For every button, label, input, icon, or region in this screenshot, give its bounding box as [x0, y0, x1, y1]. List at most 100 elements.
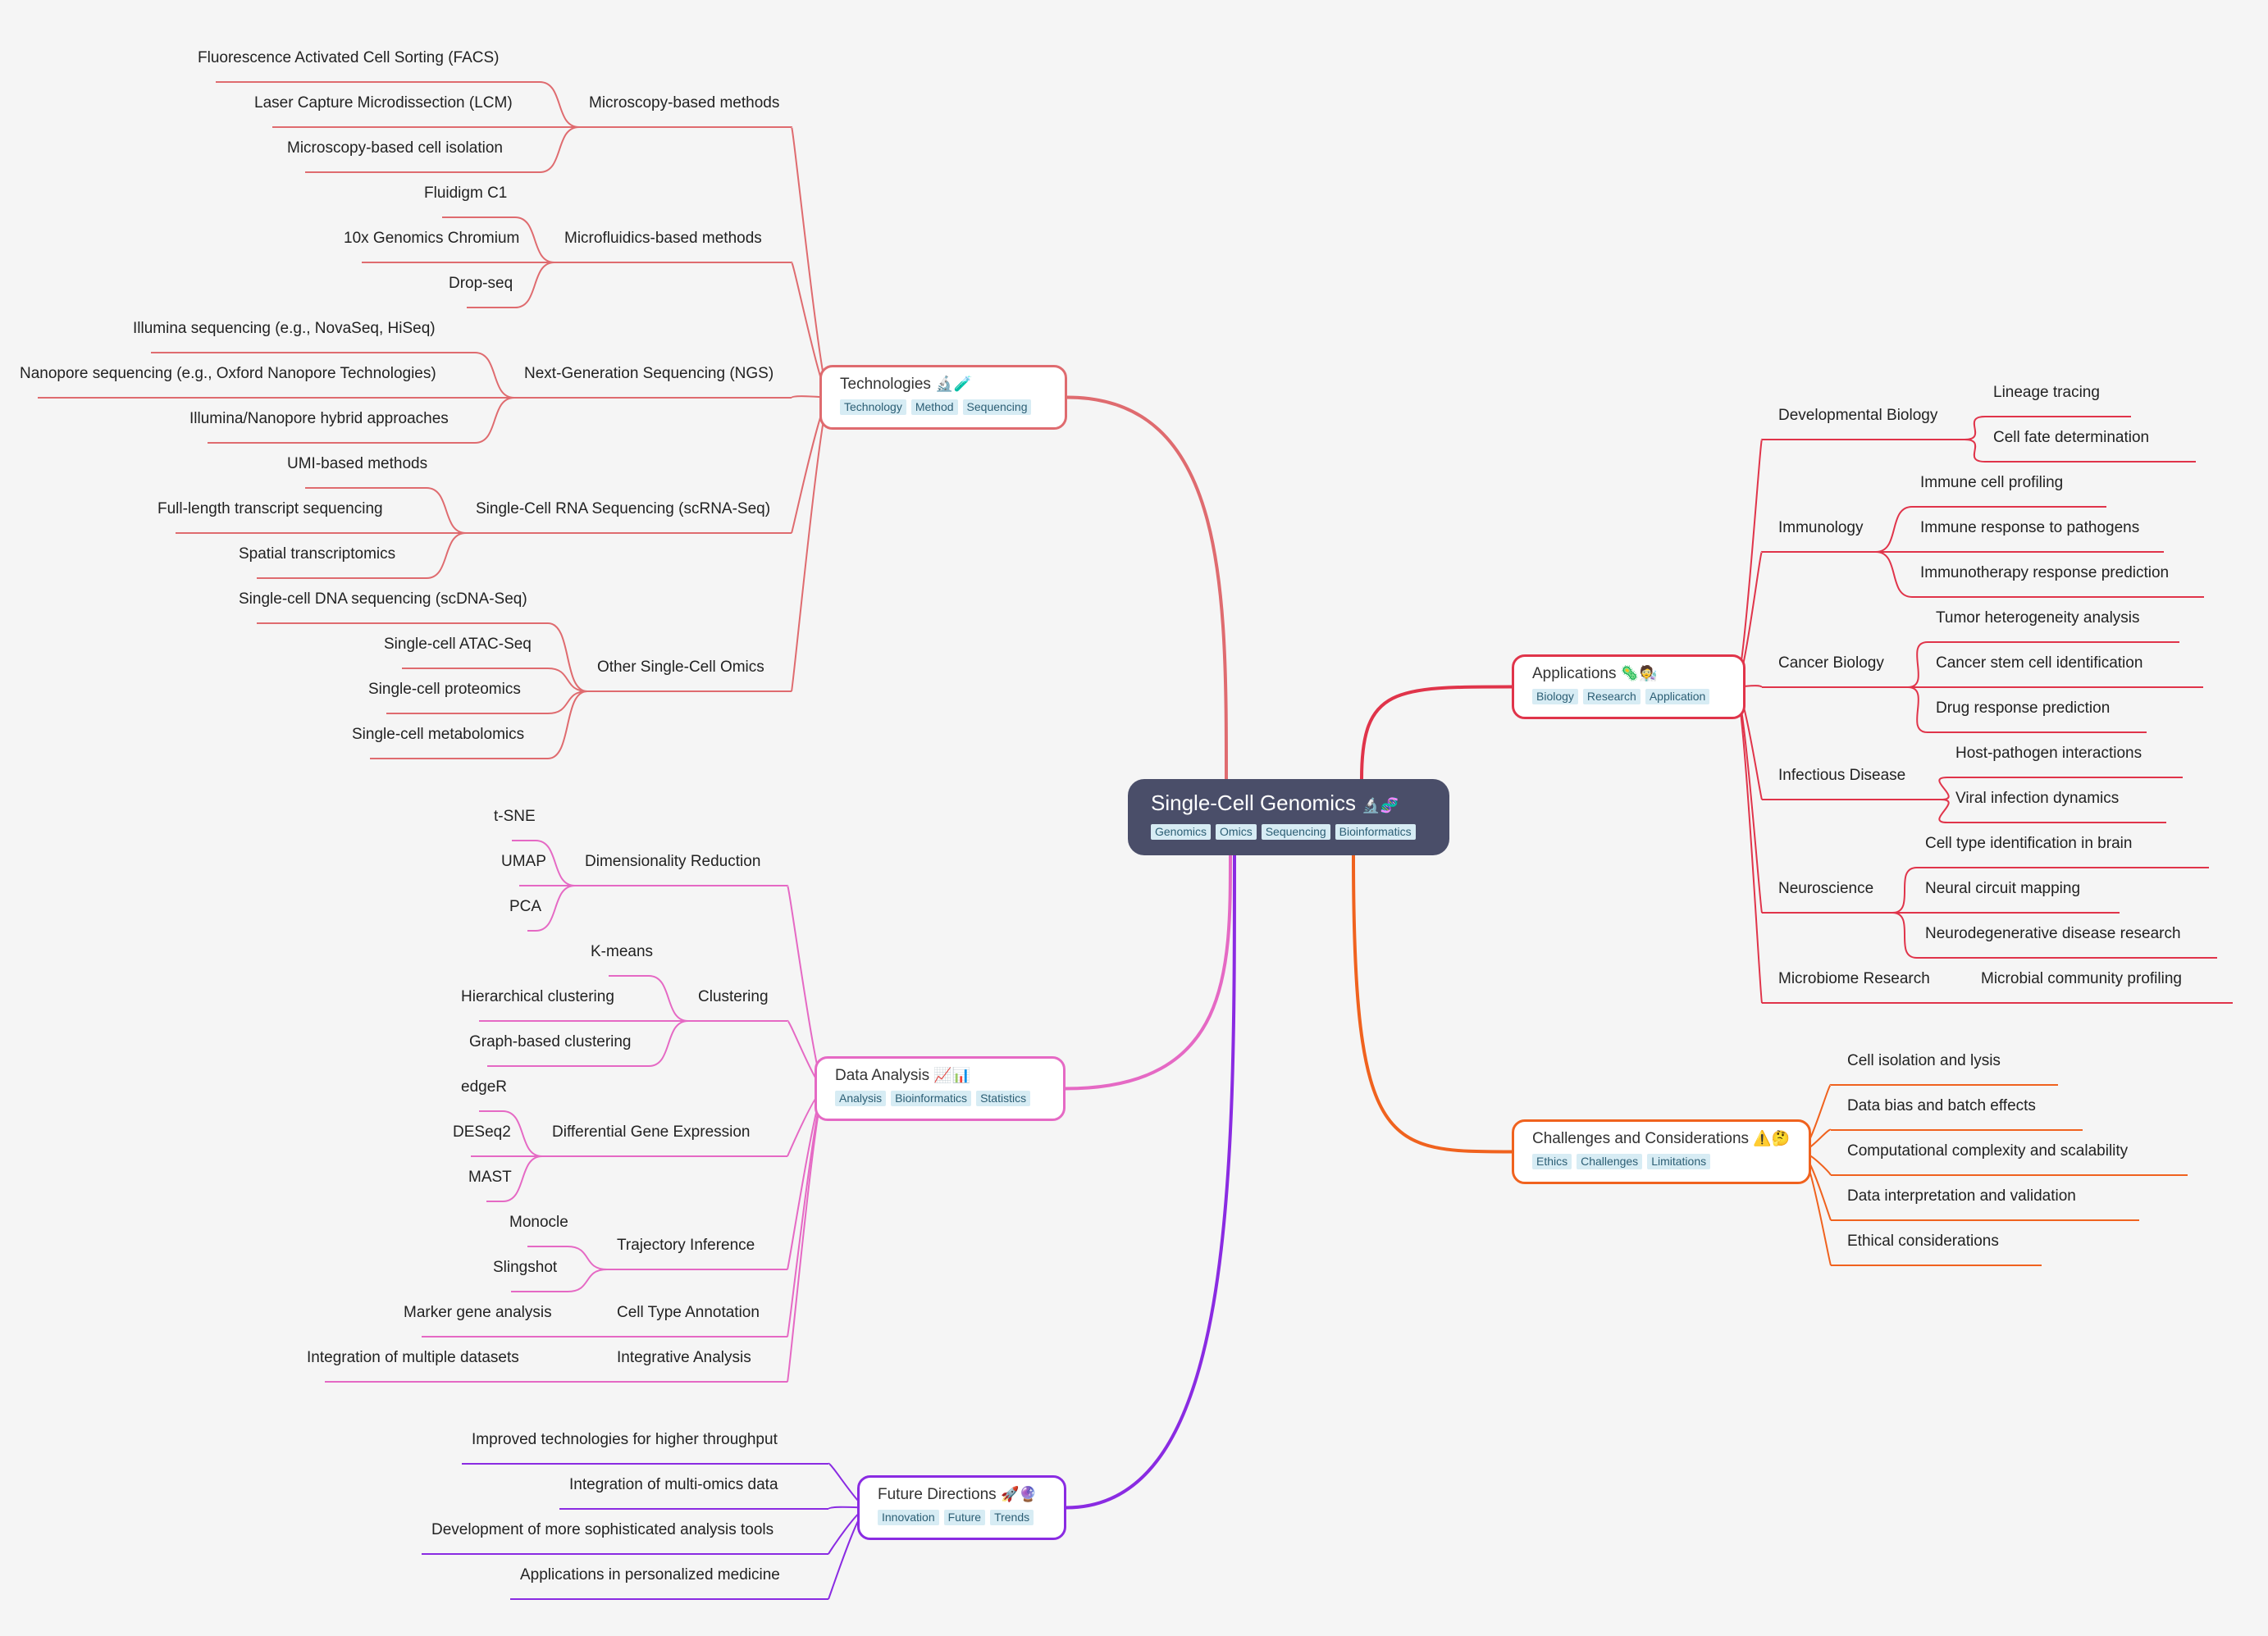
level1-node[interactable]: Developmental Biology: [1778, 407, 1938, 424]
level1-node[interactable]: Differential Gene Expression: [552, 1123, 751, 1141]
level2-node[interactable]: Fluorescence Activated Cell Sorting (FAC…: [198, 49, 500, 66]
data-analysis-connector-shadow: [1066, 855, 1230, 1089]
level2-node[interactable]: Microbial community profiling: [1981, 970, 2182, 987]
tag[interactable]: Bioinformatics: [1335, 824, 1416, 840]
level1-node[interactable]: Clustering: [698, 988, 769, 1005]
level2-node[interactable]: Neurodegenerative disease research: [1925, 925, 2181, 942]
level2-node[interactable]: UMI-based methods: [287, 455, 428, 472]
level2-node[interactable]: Fluidigm C1: [424, 185, 508, 202]
tag[interactable]: Limitations: [1647, 1154, 1711, 1169]
tag[interactable]: Technology: [840, 399, 906, 415]
level2-connector: [370, 690, 588, 759]
level2-node[interactable]: Marker gene analysis: [404, 1304, 552, 1321]
level2-node[interactable]: edgeR: [461, 1078, 507, 1096]
tag[interactable]: Sequencing: [1261, 824, 1330, 840]
level1-node[interactable]: Computational complexity and scalability: [1847, 1142, 2129, 1160]
level1-node[interactable]: Improved technologies for higher through…: [472, 1431, 778, 1448]
level1-node[interactable]: Microbiome Research: [1778, 970, 1930, 987]
tag[interactable]: Ethics: [1532, 1154, 1572, 1169]
level2-node[interactable]: MAST: [468, 1169, 512, 1186]
level1-node[interactable]: Microfluidics-based methods: [564, 230, 762, 247]
level1-node[interactable]: Cell isolation and lysis: [1847, 1052, 2001, 1069]
level2-node[interactable]: Drug response prediction: [1936, 700, 2111, 717]
level2-connector: [1875, 551, 2204, 598]
level2-node[interactable]: UMAP: [501, 853, 546, 870]
level1-node[interactable]: Trajectory Inference: [617, 1237, 755, 1254]
level1-node[interactable]: Data bias and batch effects: [1847, 1097, 2036, 1114]
level1-node[interactable]: Integration of multi-omics data: [569, 1476, 778, 1493]
tag[interactable]: Trends: [990, 1510, 1034, 1525]
tag[interactable]: Future: [943, 1510, 986, 1525]
level1-node[interactable]: Next-Generation Sequencing (NGS): [524, 365, 774, 382]
tag[interactable]: Analysis: [835, 1091, 887, 1106]
level2-connector: [151, 352, 515, 399]
level2-node[interactable]: Laser Capture Microdissection (LCM): [254, 94, 513, 112]
tag[interactable]: Omics: [1216, 824, 1257, 840]
level2-node[interactable]: Cell fate determination: [1993, 429, 2150, 446]
tag[interactable]: Statistics: [976, 1091, 1031, 1106]
level2-node[interactable]: Cell type identification in brain: [1925, 835, 2133, 852]
level2-node[interactable]: Immunotherapy response prediction: [1920, 564, 2170, 581]
level1-node[interactable]: Other Single-Cell Omics: [597, 659, 764, 676]
level2-node[interactable]: K-means: [591, 943, 654, 960]
tag[interactable]: Sequencing: [962, 399, 1032, 415]
level2-node[interactable]: Immune cell profiling: [1920, 474, 2064, 491]
level2-node[interactable]: Full-length transcript sequencing: [157, 500, 383, 517]
level2-node[interactable]: Single-cell ATAC-Seq: [384, 636, 532, 653]
tag[interactable]: Genomics: [1151, 824, 1212, 840]
level2-node[interactable]: Illumina/Nanopore hybrid approaches: [189, 410, 449, 427]
level2-node[interactable]: Immune response to pathogens: [1920, 519, 2140, 536]
level1-node[interactable]: Neuroscience: [1778, 880, 1874, 897]
level2-node[interactable]: Host-pathogen interactions: [1955, 745, 2143, 762]
level2-node[interactable]: Neural circuit mapping: [1925, 880, 2081, 897]
level1-node[interactable]: Integrative Analysis: [617, 1349, 751, 1366]
level2-node[interactable]: Single-cell DNA sequencing (scDNA-Seq): [239, 590, 527, 608]
level2-node[interactable]: Viral infection dynamics: [1955, 790, 2120, 807]
level1-node[interactable]: Development of more sophisticated analys…: [431, 1521, 774, 1538]
level1-node[interactable]: Immunology: [1778, 519, 1864, 536]
tag[interactable]: Research: [1582, 689, 1641, 704]
level2-node[interactable]: Integration of multiple datasets: [307, 1349, 519, 1366]
tag[interactable]: Innovation: [878, 1510, 939, 1525]
level2-connector: [1964, 439, 2196, 463]
level2-node[interactable]: PCA: [509, 898, 542, 915]
level2-node[interactable]: Single-cell proteomics: [368, 681, 521, 698]
level1-node[interactable]: Ethical considerations: [1847, 1233, 1999, 1250]
level2-node[interactable]: Illumina sequencing (e.g., NovaSeq, HiSe…: [133, 320, 436, 337]
level2-node[interactable]: 10x Genomics Chromium: [344, 230, 520, 247]
level2-node[interactable]: Spatial transcriptomics: [239, 545, 396, 563]
tag[interactable]: Application: [1645, 689, 1710, 704]
level2-node[interactable]: Hierarchical clustering: [461, 988, 614, 1005]
level2-node[interactable]: Nanopore sequencing (e.g., Oxford Nanopo…: [20, 365, 436, 382]
level1-node[interactable]: Dimensionality Reduction: [585, 853, 761, 870]
level2-connector: [1892, 867, 2209, 914]
tag[interactable]: Bioinformatics: [891, 1091, 972, 1106]
level2-node[interactable]: Single-cell metabolomics: [352, 726, 525, 743]
level1-node[interactable]: Microscopy-based methods: [589, 94, 780, 112]
level1-node[interactable]: Infectious Disease: [1778, 767, 1906, 784]
level1-node[interactable]: Data interpretation and validation: [1847, 1187, 2076, 1205]
level2-node[interactable]: Graph-based clustering: [469, 1033, 632, 1050]
level1-node[interactable]: Cell Type Annotation: [617, 1304, 760, 1321]
level2-node[interactable]: Tumor heterogeneity analysis: [1936, 609, 2140, 627]
level2-node[interactable]: Lineage tracing: [1993, 384, 2100, 401]
tag[interactable]: Biology: [1532, 689, 1578, 704]
tag[interactable]: Method: [910, 399, 958, 415]
level2-node[interactable]: Monocle: [509, 1214, 568, 1231]
level2-node[interactable]: Cancer stem cell identification: [1936, 654, 2143, 672]
level2-node[interactable]: DESeq2: [453, 1123, 511, 1141]
level2-node[interactable]: Drop-seq: [449, 275, 513, 292]
level1-node[interactable]: Applications in personalized medicine: [520, 1566, 780, 1584]
tag[interactable]: Challenges: [1577, 1154, 1643, 1169]
level2-node[interactable]: Slingshot: [493, 1259, 558, 1276]
level2-node[interactable]: t-SNE: [494, 808, 536, 825]
level1-node[interactable]: Single-Cell RNA Sequencing (scRNA-Seq): [476, 500, 771, 517]
level1-node[interactable]: Cancer Biology: [1778, 654, 1884, 672]
level2-node[interactable]: Microscopy-based cell isolation: [287, 139, 503, 157]
